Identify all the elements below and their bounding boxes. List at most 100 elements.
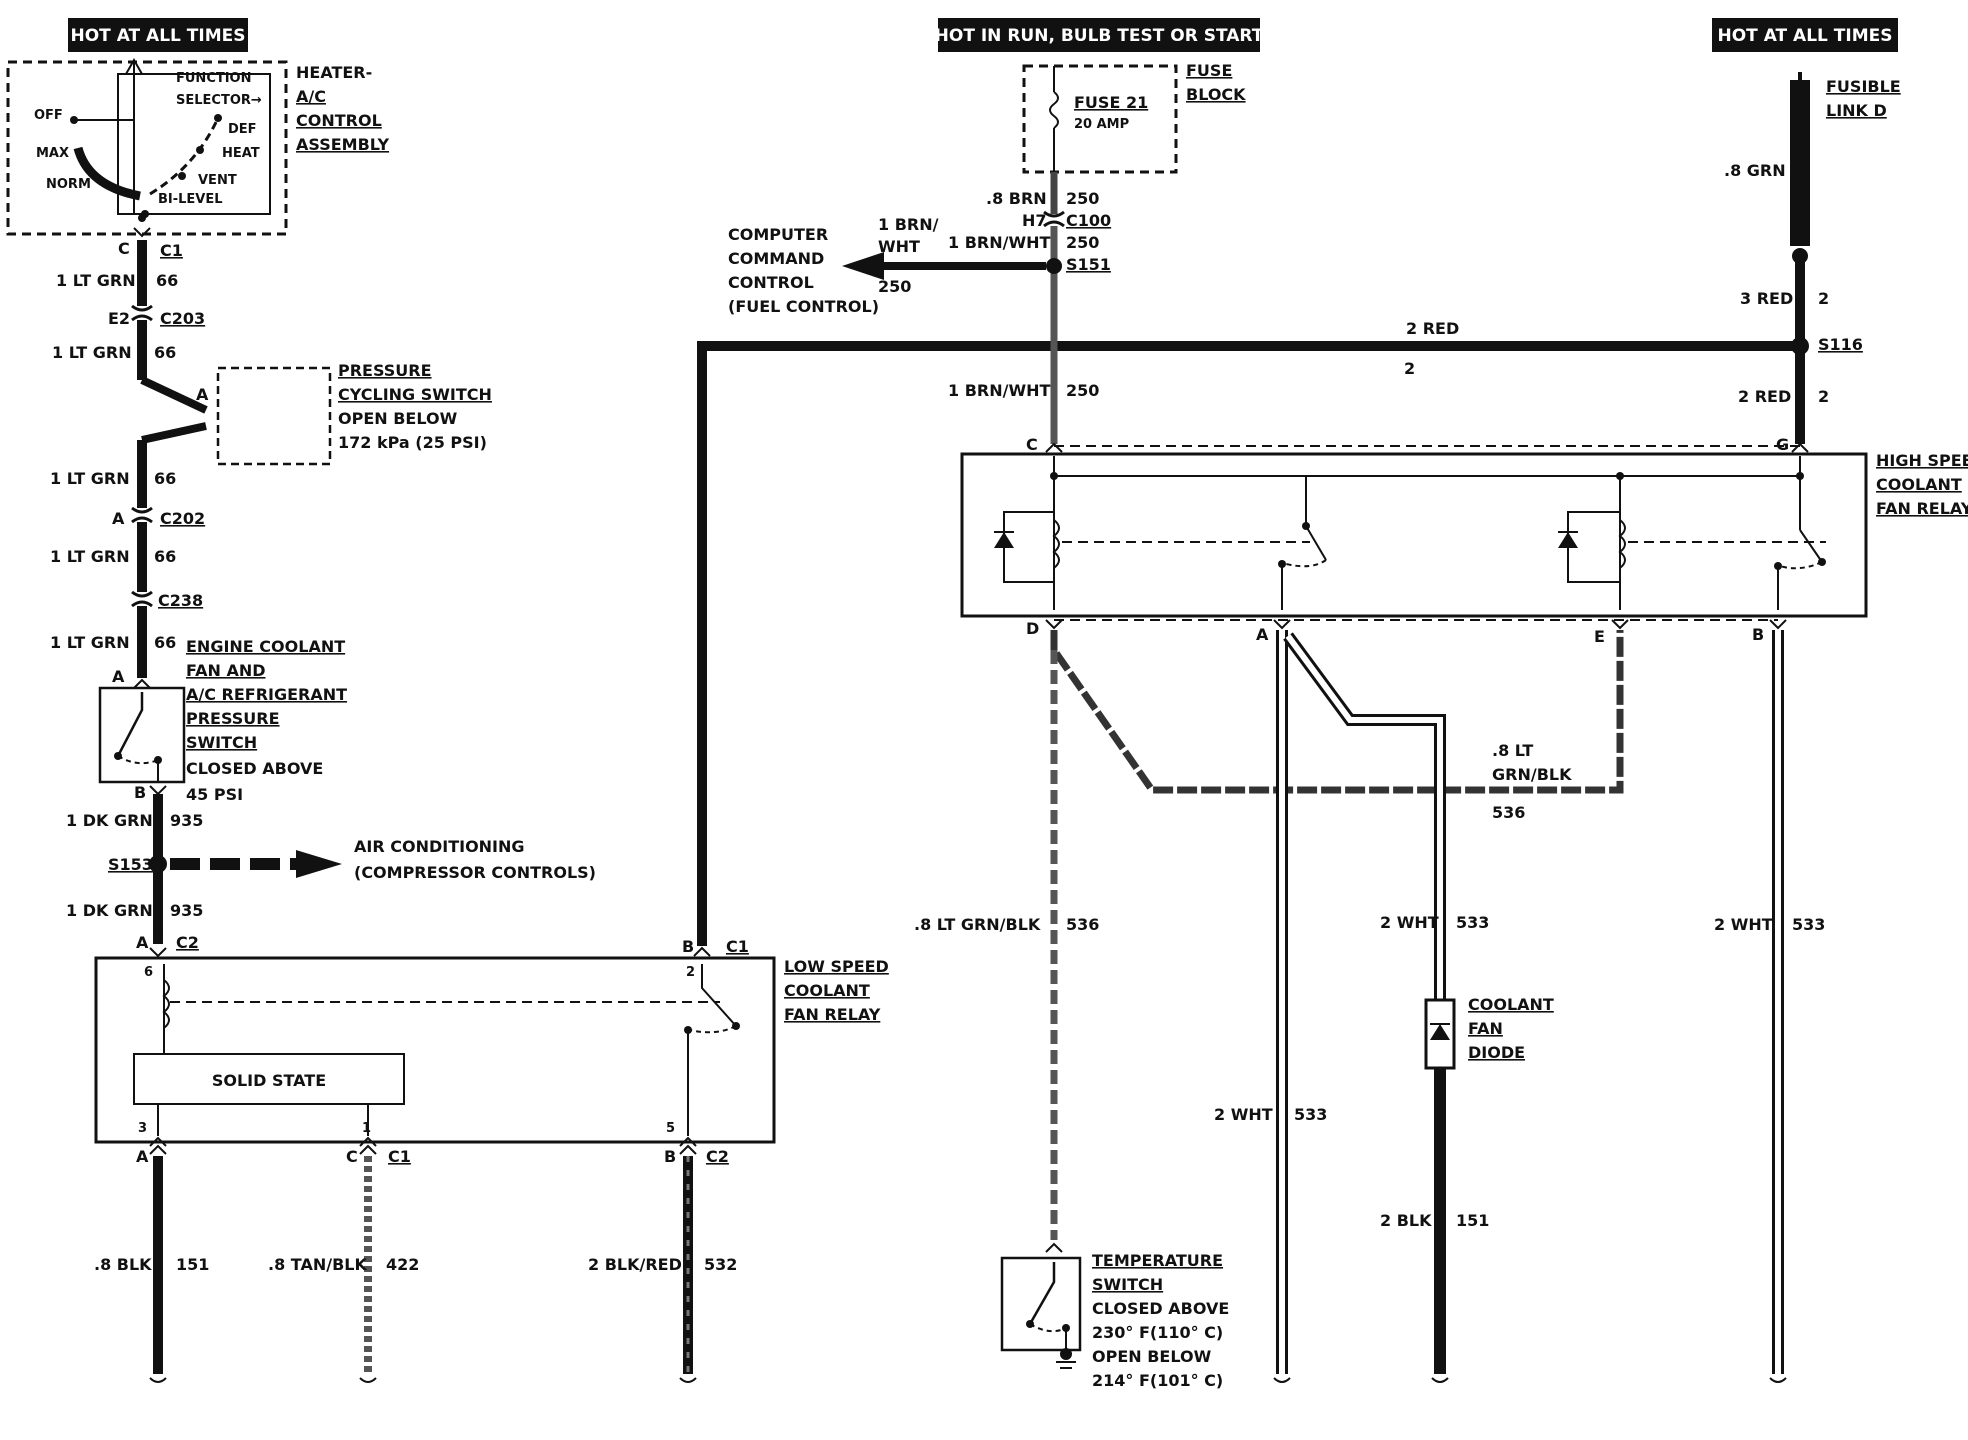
high-speed-coolant-fan-relay: C G HIGH SPEED COO — [960, 435, 1968, 646]
low-relay-output-wires: .8 BLK 151 .8 TAN/BLK 422 2 BLK/RED 532 — [94, 1156, 737, 1383]
svg-text:151: 151 — [176, 1255, 209, 1274]
svg-text:SELECTOR→: SELECTOR→ — [176, 93, 262, 108]
svg-text:FAN: FAN — [1468, 1019, 1503, 1038]
svg-text:1 LT GRN: 1 LT GRN — [52, 343, 132, 362]
svg-text:151: 151 — [1456, 1211, 1489, 1230]
svg-text:230° F(110° C): 230° F(110° C) — [1092, 1323, 1223, 1342]
svg-text:1 BRN/WHT: 1 BRN/WHT — [948, 233, 1050, 252]
svg-text:.8 LT GRN/BLK: .8 LT GRN/BLK — [914, 915, 1041, 934]
svg-text:1 LT GRN: 1 LT GRN — [50, 633, 130, 652]
svg-text:HOT AT ALL TIMES: HOT AT ALL TIMES — [1718, 26, 1893, 46]
svg-text:20 AMP: 20 AMP — [1074, 117, 1129, 132]
svg-text:LOW SPEED: LOW SPEED — [784, 957, 889, 976]
svg-text:A: A — [136, 933, 149, 952]
svg-text:250: 250 — [878, 277, 911, 296]
svg-text:WHT: WHT — [878, 237, 920, 256]
svg-text:533: 533 — [1456, 913, 1489, 932]
svg-text:FUSE 21: FUSE 21 — [1074, 93, 1148, 112]
svg-text:1 DK GRN: 1 DK GRN — [66, 811, 153, 830]
svg-text:B: B — [1752, 625, 1764, 644]
svg-text:CONTROL: CONTROL — [296, 111, 382, 130]
svg-text:A: A — [112, 667, 125, 686]
white-wire-a — [1276, 630, 1446, 1374]
svg-text:2 RED: 2 RED — [1406, 319, 1459, 338]
svg-text:45 PSI: 45 PSI — [186, 785, 243, 804]
svg-text:2: 2 — [1818, 289, 1829, 308]
svg-text:1 LT GRN: 1 LT GRN — [50, 547, 130, 566]
svg-text:COOLANT: COOLANT — [784, 981, 870, 1000]
red-bus-wire: 2 RED 2 S116 — [697, 319, 1863, 946]
svg-text:S153: S153 — [108, 855, 153, 874]
svg-text:C100: C100 — [1066, 211, 1111, 230]
svg-text:D: D — [1026, 619, 1039, 638]
svg-text:FAN AND: FAN AND — [186, 661, 266, 680]
svg-text:2 WHT: 2 WHT — [1380, 913, 1439, 932]
svg-text:.8 LT: .8 LT — [1492, 741, 1533, 760]
svg-text:C: C — [1026, 435, 1038, 454]
svg-text:C2: C2 — [176, 933, 199, 952]
svg-text:6: 6 — [144, 965, 153, 980]
svg-text:2 WHT: 2 WHT — [1214, 1105, 1273, 1124]
svg-text:OFF: OFF — [34, 108, 63, 123]
svg-text:ASSEMBLY: ASSEMBLY — [296, 135, 389, 154]
svg-text:2 BLK/RED: 2 BLK/RED — [588, 1255, 682, 1274]
svg-text:A: A — [112, 509, 125, 528]
middle-circuit: .8 BRN 250 H7 C100 1 BRN/WHT 250 S151 1 … — [728, 172, 1111, 444]
svg-text:1 LT GRN: 1 LT GRN — [56, 271, 136, 290]
svg-text:GRN/BLK: GRN/BLK — [1492, 765, 1572, 784]
svg-text:CLOSED ABOVE: CLOSED ABOVE — [186, 759, 323, 778]
svg-text:TEMPERATURE: TEMPERATURE — [1092, 1251, 1223, 1270]
svg-text:533: 533 — [1792, 915, 1825, 934]
svg-text:BLOCK: BLOCK — [1186, 85, 1246, 104]
svg-text:A: A — [136, 1147, 149, 1166]
svg-text:DIODE: DIODE — [1468, 1043, 1525, 1062]
svg-text:1 BRN/WHT: 1 BRN/WHT — [948, 381, 1050, 400]
heater-ac-control-assembly: OFF MAX NORM BI-LEVEL VENT HEAT DEF FUNC… — [6, 57, 389, 236]
svg-text:2: 2 — [686, 965, 695, 980]
svg-text:3 RED: 3 RED — [1740, 289, 1793, 308]
svg-text:536: 536 — [1492, 803, 1525, 822]
svg-text:C1: C1 — [726, 937, 749, 956]
svg-text:HOT IN RUN, BULB TEST OR START: HOT IN RUN, BULB TEST OR START — [935, 26, 1264, 46]
svg-text:C203: C203 — [160, 309, 205, 328]
svg-text:3: 3 — [138, 1121, 147, 1136]
svg-text:532: 532 — [704, 1255, 737, 1274]
svg-text:250: 250 — [1066, 233, 1099, 252]
svg-text:PRESSURE: PRESSURE — [186, 709, 280, 728]
svg-text:214° F(101° C): 214° F(101° C) — [1092, 1371, 1223, 1390]
svg-text:.8 TAN/BLK: .8 TAN/BLK — [268, 1255, 367, 1274]
banner-right: HOT AT ALL TIMES — [1712, 18, 1898, 52]
fuse-block: FUSE 21 20 AMP FUSE BLOCK — [1022, 61, 1246, 174]
svg-text:FUSIBLE: FUSIBLE — [1826, 77, 1901, 96]
svg-text:OPEN BELOW: OPEN BELOW — [338, 409, 458, 428]
svg-text:422: 422 — [386, 1255, 419, 1274]
svg-text:.8 BRN: .8 BRN — [986, 189, 1047, 208]
svg-text:1 BRN/: 1 BRN/ — [878, 215, 939, 234]
svg-text:ENGINE COOLANT: ENGINE COOLANT — [186, 637, 345, 656]
svg-text:COMMAND: COMMAND — [728, 249, 824, 268]
svg-text:5: 5 — [666, 1121, 675, 1136]
svg-text:2: 2 — [1818, 387, 1829, 406]
svg-text:.8 BLK: .8 BLK — [94, 1255, 152, 1274]
svg-text:S151: S151 — [1066, 255, 1111, 274]
svg-text:A/C REFRIGERANT: A/C REFRIGERANT — [186, 685, 347, 704]
svg-text:A: A — [1256, 625, 1269, 644]
svg-text:NORM: NORM — [46, 177, 91, 192]
svg-text:S116: S116 — [1818, 335, 1863, 354]
temperature-switch: TEMPERATURE SWITCH CLOSED ABOVE 230° F(1… — [1000, 1242, 1229, 1390]
svg-text:1 LT GRN: 1 LT GRN — [50, 469, 130, 488]
svg-text:FAN RELAY: FAN RELAY — [1876, 499, 1968, 518]
svg-text:C: C — [346, 1147, 358, 1166]
svg-text:CYCLING SWITCH: CYCLING SWITCH — [338, 385, 492, 404]
svg-text:FAN RELAY: FAN RELAY — [784, 1005, 881, 1024]
svg-text:BI-LEVEL: BI-LEVEL — [158, 192, 223, 207]
svg-text:C2: C2 — [706, 1147, 729, 1166]
svg-text:COMPUTER: COMPUTER — [728, 225, 828, 244]
banner-left: HOT AT ALL TIMES — [68, 18, 248, 52]
svg-text:250: 250 — [1066, 189, 1099, 208]
svg-text:A: A — [196, 385, 209, 404]
low-speed-coolant-fan-relay: 6 SOLID STATE 2 LOW SPEED COOLANT FAN RE… — [94, 937, 889, 1166]
svg-text:B: B — [664, 1147, 676, 1166]
svg-text:66: 66 — [156, 271, 178, 290]
svg-text:66: 66 — [154, 469, 176, 488]
